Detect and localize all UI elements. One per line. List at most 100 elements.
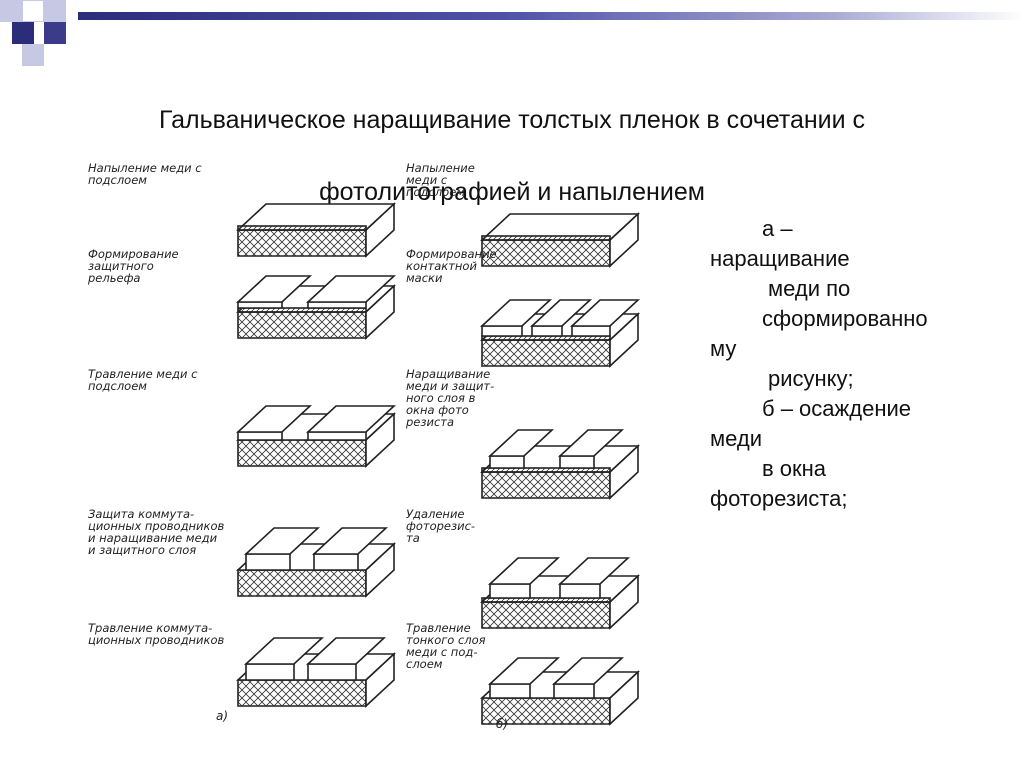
right-label-4-line-1: Удаление xyxy=(406,507,465,521)
caption-line-2: наращивание xyxy=(710,246,850,271)
left-label-4-line-4: и защитного слоя xyxy=(88,543,196,557)
slide-title: Гальваническое наращивание толстых плено… xyxy=(60,66,964,246)
step-4b-conductor-2-top xyxy=(557,557,631,585)
step-4b-copper xyxy=(481,597,611,603)
step-2b-mask-2-front xyxy=(531,325,563,337)
step-2b-substrate-side xyxy=(609,312,639,368)
step-5b-conductor-1-front xyxy=(489,683,531,699)
step-4b-substrate-front xyxy=(481,601,611,629)
step-3a-substrate-front xyxy=(237,439,367,467)
corner-square-4 xyxy=(12,22,34,44)
right-label-5-line-4: слоем xyxy=(406,657,443,671)
right-label-2-line-2: контактной xyxy=(406,259,477,273)
step-2a-substrate-front xyxy=(237,311,367,339)
caption: а – наращивание меди по сформированно му… xyxy=(710,214,970,514)
step-2b-mask-1-front xyxy=(481,325,523,337)
step-2b-mask-3-front xyxy=(571,325,611,337)
step-3b-plated-1-top xyxy=(487,429,555,457)
step-1b-copper xyxy=(481,235,611,241)
top-accent-bar xyxy=(78,12,1024,20)
caption-line-1: а – xyxy=(762,216,793,241)
step-2a-resist-right-front xyxy=(307,301,367,309)
left-label-1-line-1: Напыление меди с xyxy=(88,161,202,175)
step-4a-conductor-right-top xyxy=(311,527,389,555)
step-2b-substrate-front xyxy=(481,339,611,367)
step-1b-substrate-front xyxy=(481,239,611,267)
step-3b-plated-2-top xyxy=(557,429,625,457)
right-label-4-line-2: фоторезис- xyxy=(406,519,475,533)
step-1b-substrate-side xyxy=(609,212,639,268)
step-3a-pattern-left-front xyxy=(237,431,283,441)
step-5a-conductor-right-front xyxy=(307,663,357,681)
slide-title-line-2: фотолитографией и напылением xyxy=(319,178,705,206)
step-drawings xyxy=(235,202,641,726)
right-label-3-line-3: ного слоя в xyxy=(406,391,476,405)
caption-line-7: б – осаждение xyxy=(762,396,911,421)
step-4a-conductor-left-front xyxy=(245,553,291,571)
left-label-5-line-2: ционных проводников xyxy=(88,633,225,647)
step-3b-copper xyxy=(481,467,611,473)
right-label-3-line-2: меди и защит- xyxy=(406,379,494,393)
right-label-3-line-5: резиста xyxy=(405,415,454,429)
caption-line-9: в окна xyxy=(762,456,827,481)
caption-line-8: меди xyxy=(710,426,763,451)
step-3a-substrate-side xyxy=(365,412,395,468)
step-5b-conductor-2-front xyxy=(553,683,595,699)
step-5b-conductor-1-top xyxy=(487,657,561,685)
process-diagram: Напыление меди сподслоемФормированиезащи… xyxy=(87,161,641,731)
left-label-4-line-1: Защита коммута- xyxy=(88,507,194,521)
step-4a-conductor-left-top xyxy=(243,527,321,555)
step-4b-conductor-1-front xyxy=(489,583,531,599)
column-a-mark: а) xyxy=(216,709,228,723)
corner-square-3 xyxy=(44,0,66,22)
step-3a-pattern-left-top xyxy=(235,405,313,433)
step-2a-resist-left-top xyxy=(235,275,313,303)
left-label-2-line-1: Формирование xyxy=(88,247,179,261)
right-label-3-line-1: Наращивание xyxy=(406,367,490,381)
step-5a-conductor-left-top xyxy=(243,637,325,665)
step-2a-resist-right-top xyxy=(305,275,397,303)
step-5a-conductor-right-top xyxy=(305,637,387,665)
step-5b-conductor-2-top xyxy=(551,657,625,685)
step-4b-conductor-2-front xyxy=(559,583,601,599)
step-4b-substrate-side xyxy=(609,574,639,630)
right-label-1-line-2: меди с xyxy=(406,173,448,187)
right-label-4-line-3: та xyxy=(406,531,420,545)
step-3a-pattern-right-front xyxy=(307,431,367,441)
step-4b-conductor-1-top xyxy=(487,557,561,585)
step-5a-conductor-left-front xyxy=(245,663,295,681)
left-label-3-line-1: Травление меди с xyxy=(88,367,198,381)
caption-line-3: меди по xyxy=(768,276,851,301)
step-3b-substrate-front xyxy=(481,471,611,499)
caption-line-5: му xyxy=(710,336,737,361)
step-1a-copper xyxy=(237,225,367,231)
step-3b-plated-1-front xyxy=(489,455,525,469)
caption-line-4: сформированно xyxy=(762,306,928,331)
right-label-1-line-3: подслоем xyxy=(406,185,465,199)
step-5a-substrate-front xyxy=(237,679,367,707)
step-4a-conductor-right-front xyxy=(313,553,359,571)
caption-line-6: рисунку; xyxy=(768,366,854,391)
step-2b-mask-1-top xyxy=(479,299,553,327)
corner-square-6 xyxy=(22,44,44,66)
step-3b-substrate-side xyxy=(609,444,639,500)
left-label-5-line-1: Травление коммута- xyxy=(88,621,212,635)
right-label-5-line-2: тонкого слоя xyxy=(406,633,486,647)
corner-square-1 xyxy=(0,0,22,22)
step-2b-mask-2-top xyxy=(529,299,593,327)
corner-square-2 xyxy=(22,0,44,22)
left-column-labels: Напыление меди сподслоемФормированиезащи… xyxy=(87,161,225,647)
column-b-mark: б) xyxy=(496,717,508,731)
step-2a-resist-left-front xyxy=(237,301,283,309)
step-2a-substrate-side xyxy=(365,284,395,340)
left-label-4-line-3: и наращивание меди xyxy=(88,531,218,545)
left-label-2-line-2: защитного xyxy=(88,259,154,273)
step-5b-substrate-side xyxy=(609,670,639,726)
left-label-3-line-2: подслоем xyxy=(88,379,147,393)
step-3a-pattern-right-top xyxy=(305,405,397,433)
step-2a-copper xyxy=(237,307,367,313)
left-label-1-line-2: подслоем xyxy=(88,173,147,187)
step-3b-plated-2-front xyxy=(559,455,595,469)
right-label-2-line-3: маски xyxy=(406,271,443,285)
